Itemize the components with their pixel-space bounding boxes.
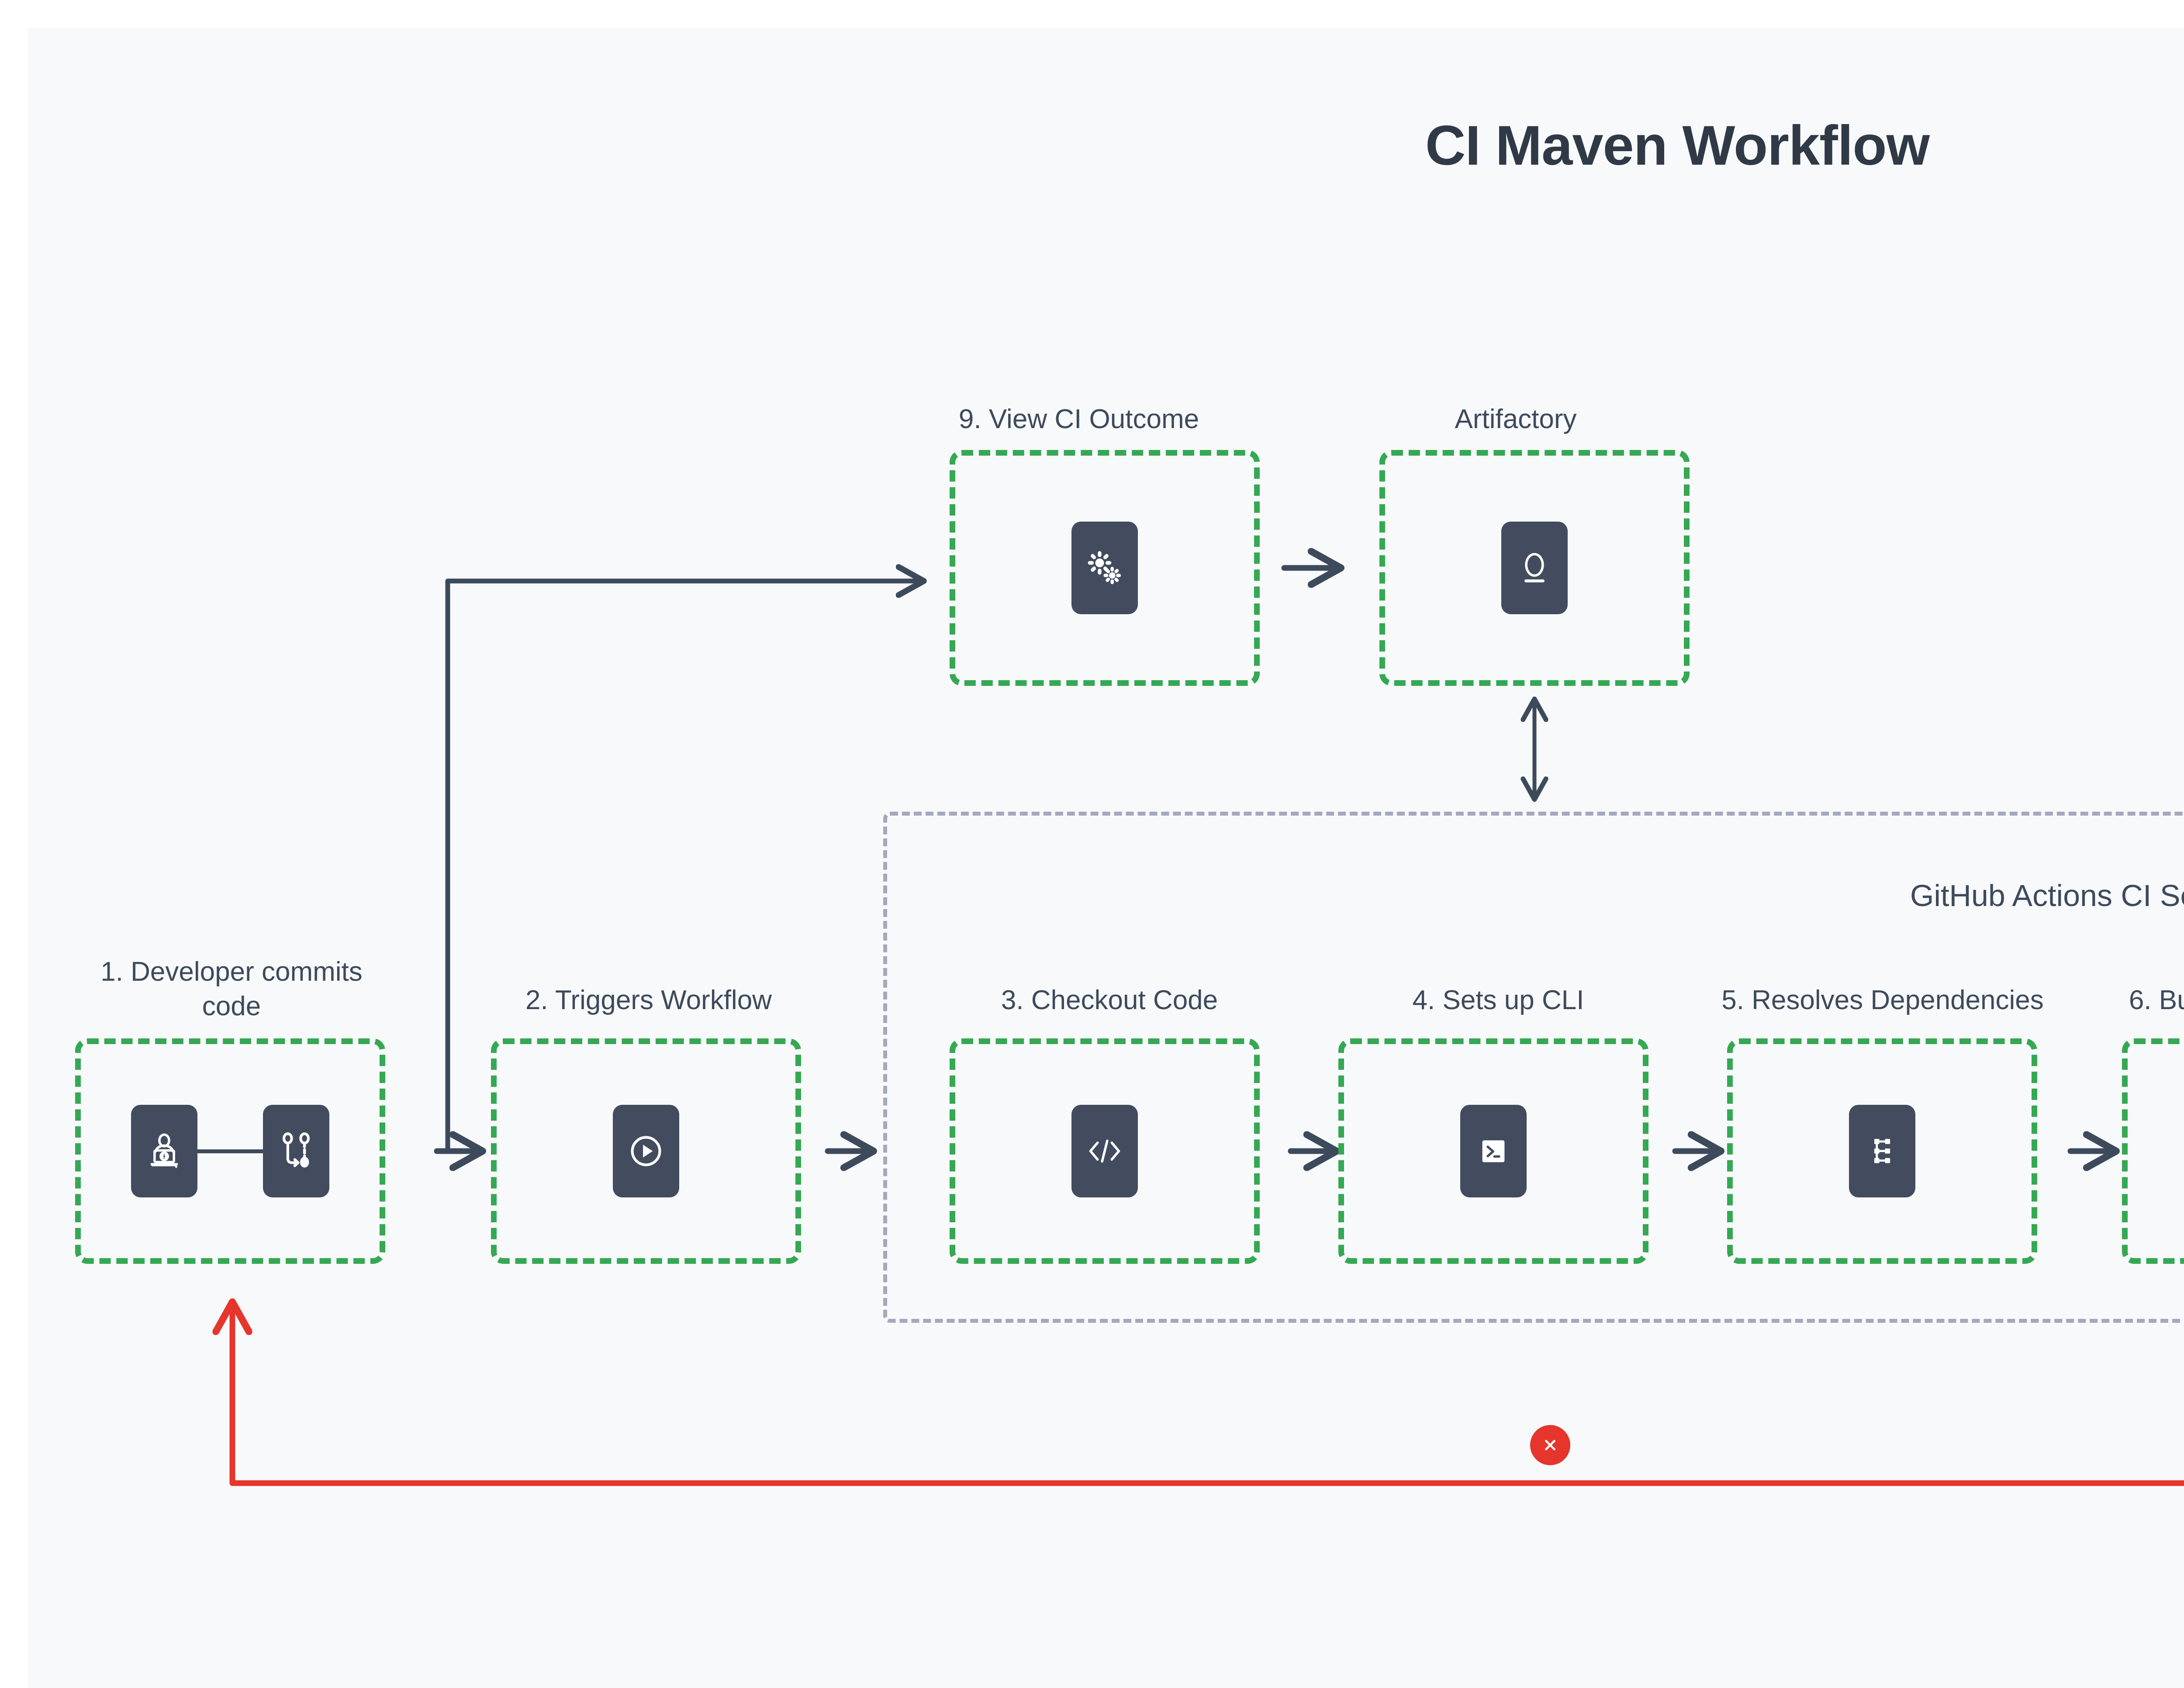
- node-label-n2: 2. Triggers Workflow: [525, 985, 772, 1015]
- node-n2-triggers-workflow: [491, 1038, 801, 1264]
- node-n1-developer-commits-code: [75, 1038, 385, 1264]
- node-label-n4: 4. Sets up CLI: [1412, 985, 1584, 1015]
- page-title: CI Maven Workflow: [1425, 114, 1930, 177]
- node-n5-resolves-dependencies: [1727, 1038, 2037, 1264]
- terminal-icon: [1460, 1105, 1527, 1197]
- code-brackets-icon: [1071, 1105, 1138, 1197]
- git-branch-icon: [263, 1105, 329, 1197]
- node-label-n6: 6. Build & Deploy Artifact: [2129, 985, 2184, 1015]
- status-badge-failure: [1530, 1425, 1570, 1465]
- developer-laptop-icon: [131, 1105, 197, 1197]
- artifactory-logo-icon: [1501, 522, 1568, 614]
- group-title-github-actions-ci-server: GitHub Actions CI Server: [1910, 879, 2184, 913]
- node-n9-view-ci-outcome: [950, 450, 1260, 686]
- node-artifactory: [1379, 450, 1690, 686]
- node-label-n9: 9. View CI Outcome: [958, 404, 1199, 434]
- connector-n2-to-n9-elbow: [445, 581, 924, 1154]
- connector-failure-feedback: [232, 1180, 2184, 1486]
- x-icon: [1545, 1440, 1555, 1450]
- node-label-n5: 5. Resolves Dependencies: [1721, 985, 2044, 1015]
- play-circle-icon: [613, 1105, 679, 1197]
- dependency-tree-icon: [1849, 1105, 1915, 1197]
- group-box-github-actions-ci-server: [883, 812, 2184, 1323]
- node-label-n1: 1. Developer commits code: [100, 957, 363, 1022]
- diagram-canvas: [28, 28, 2184, 1688]
- node-n1-inner-link: [197, 1149, 263, 1153]
- node-n3-checkout-code: [950, 1038, 1260, 1264]
- gears-icon: [1071, 522, 1138, 614]
- node-n6-build-deploy-artifact: [2122, 1038, 2184, 1264]
- node-label-n10: Artifactory: [1455, 404, 1577, 434]
- node-label-n3: 3. Checkout Code: [1001, 985, 1218, 1015]
- node-n4-sets-up-cli: [1338, 1038, 1648, 1264]
